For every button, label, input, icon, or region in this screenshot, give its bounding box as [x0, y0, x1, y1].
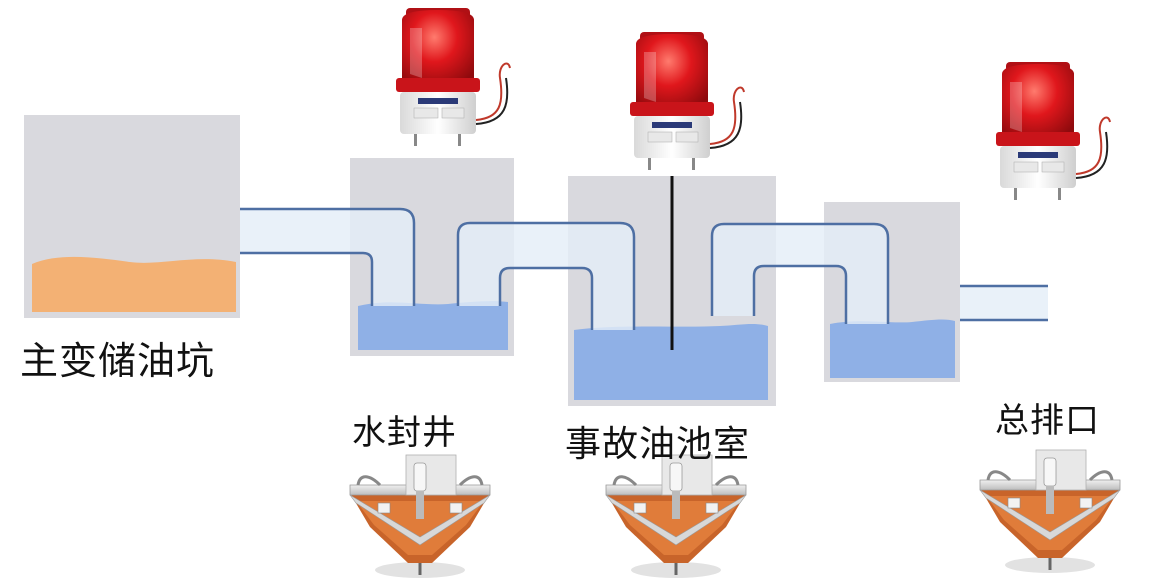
- outlet-well-water: [830, 319, 955, 378]
- label-main-outlet: 总排口: [995, 401, 1100, 441]
- outlet-pipe: [960, 286, 1048, 320]
- oil-water-sensor-icon: [604, 453, 748, 580]
- accident-oil-tank-water: [574, 323, 768, 400]
- oil-water-sensor-icon: [978, 448, 1122, 575]
- label-accident-oil-tank: 事故油池室: [565, 424, 751, 465]
- warning-light-icon: [629, 31, 745, 171]
- warning-light-icon: [995, 61, 1111, 201]
- pipe-accident-to-outlet: [712, 224, 888, 324]
- main-oil-pit-oil: [32, 256, 236, 312]
- pipe-seal-to-accident: [458, 223, 634, 330]
- label-main-oil-pit: 主变储油坑: [20, 339, 216, 383]
- label-water-seal-well: 水封井: [352, 413, 457, 453]
- pipe-main-to-seal: [240, 209, 414, 306]
- warning-light-icon: [395, 7, 511, 147]
- oil-water-sensor-icon: [348, 453, 492, 580]
- water-seal-well-water: [358, 301, 508, 350]
